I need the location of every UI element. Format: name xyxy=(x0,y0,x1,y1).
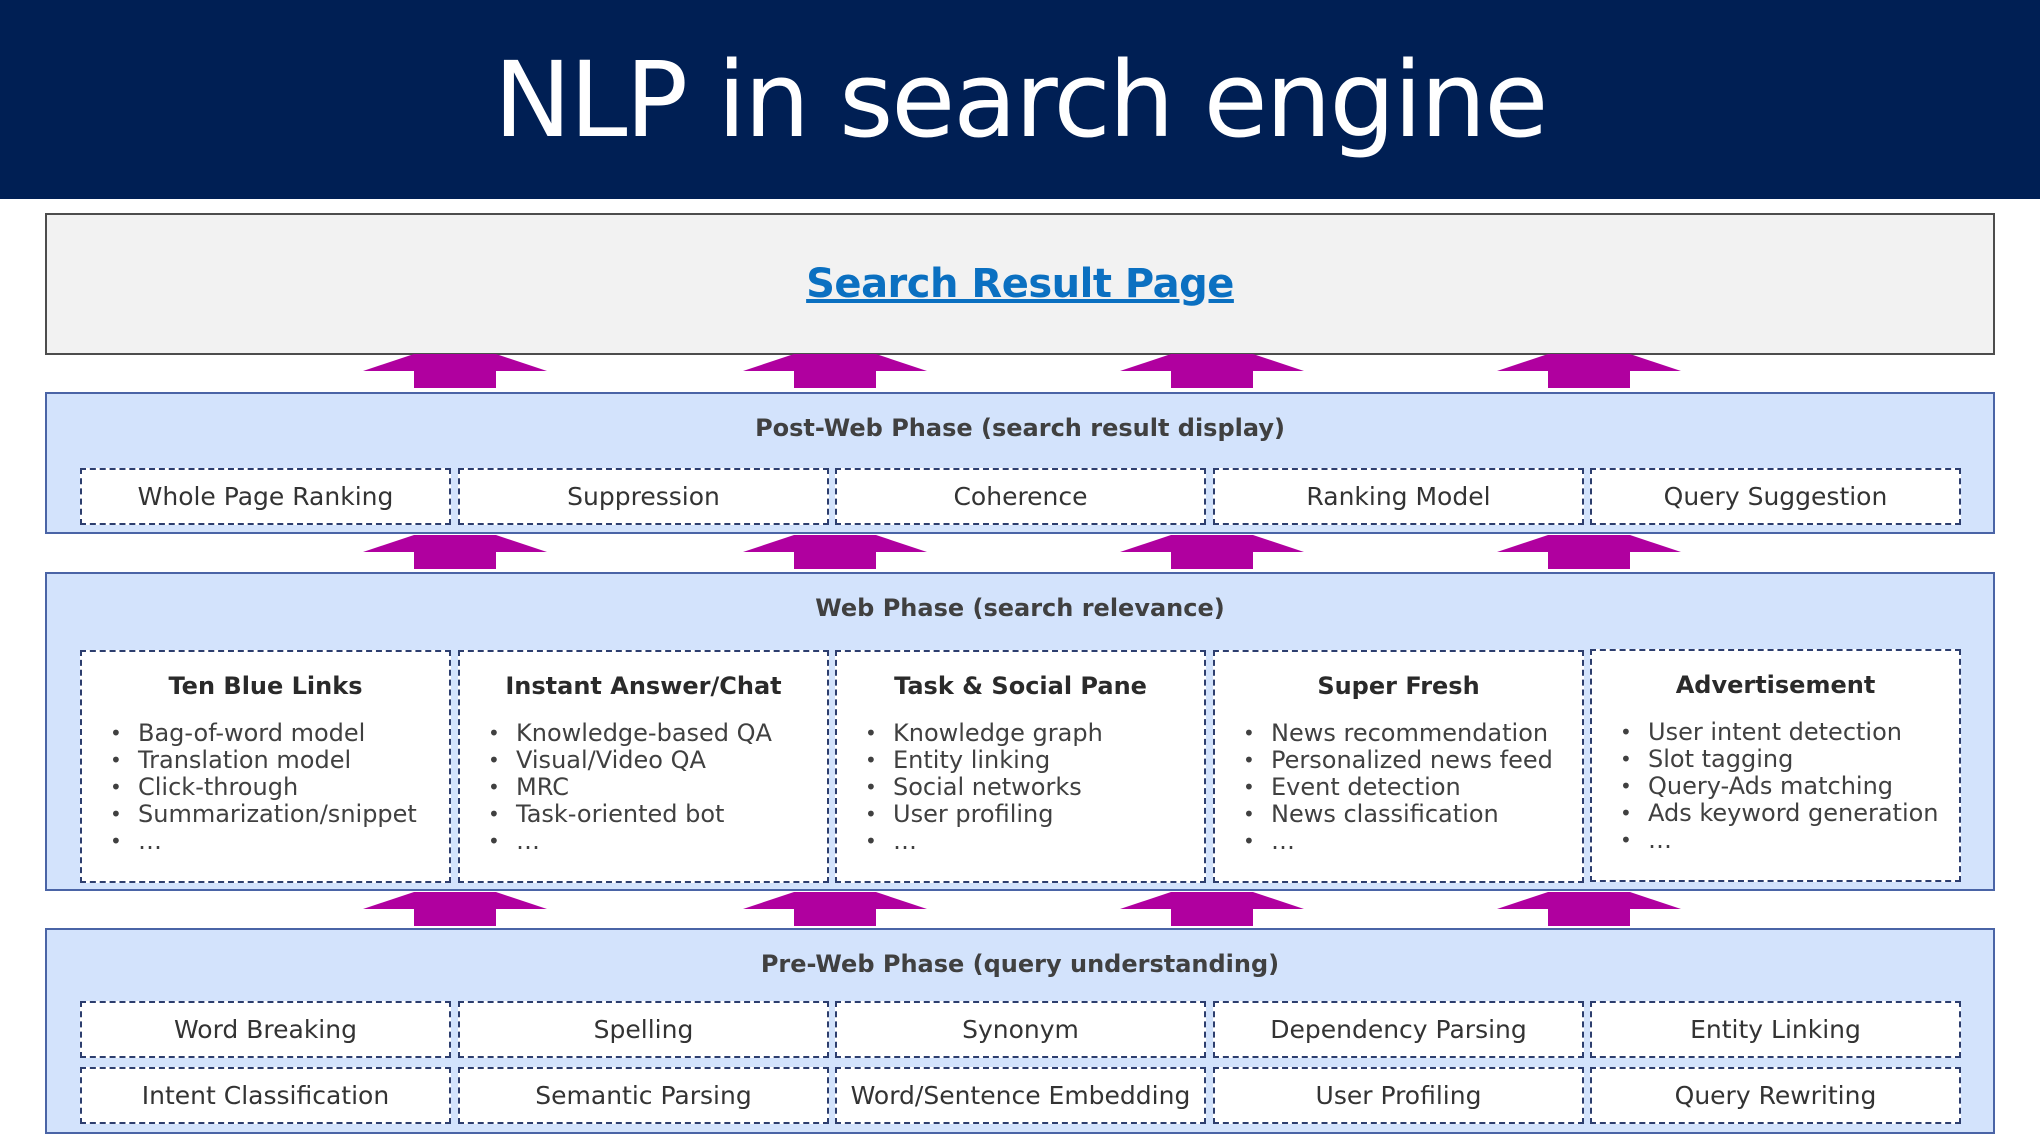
pre-web-item: Entity Linking xyxy=(1590,1001,1961,1058)
list-item: Personalized news feed xyxy=(1243,747,1582,775)
up-arrow-icon xyxy=(363,354,547,388)
list-item: Ads keyword generation xyxy=(1620,800,1959,828)
up-arrow-icon xyxy=(1120,354,1304,388)
list-item: … xyxy=(488,828,827,856)
list-item: Summarization/snippet xyxy=(110,801,449,829)
list-item: Bag-of-word model xyxy=(110,720,449,748)
list-item: Translation model xyxy=(110,747,449,775)
post-web-item: Query Suggestion xyxy=(1590,468,1961,525)
list-item: Social networks xyxy=(865,774,1204,802)
post-web-item: Coherence xyxy=(835,468,1206,525)
search-result-page-panel: Search Result Page xyxy=(45,213,1995,355)
up-arrow-icon xyxy=(363,892,547,926)
list-item: MRC xyxy=(488,774,827,802)
pre-web-item: Query Rewriting xyxy=(1590,1067,1961,1124)
list-item: … xyxy=(1243,828,1582,856)
web-column-title: Ten Blue Links xyxy=(168,672,363,700)
web-phase-panel: Web Phase (search relevance) Ten Blue Li… xyxy=(45,572,1995,891)
pre-web-item: Intent Classification xyxy=(80,1067,451,1124)
web-column-ten-blue-links: Ten Blue Links Bag-of-word model Transla… xyxy=(80,650,451,883)
post-web-item: Whole Page Ranking xyxy=(80,468,451,525)
web-column-list: Bag-of-word model Translation model Clic… xyxy=(82,720,449,856)
pre-web-item: Semantic Parsing xyxy=(458,1067,829,1124)
list-item: User intent detection xyxy=(1620,719,1959,747)
search-result-page-link[interactable]: Search Result Page xyxy=(806,261,1234,307)
list-item: … xyxy=(865,828,1204,856)
post-web-phase-panel: Post-Web Phase (search result display) W… xyxy=(45,392,1995,534)
up-arrow-icon xyxy=(1120,535,1304,569)
pre-web-item: Word/Sentence Embedding xyxy=(835,1067,1206,1124)
up-arrow-icon xyxy=(1497,535,1681,569)
web-column-instant-answer: Instant Answer/Chat Knowledge-based QA V… xyxy=(458,650,829,883)
list-item: Visual/Video QA xyxy=(488,747,827,775)
up-arrow-icon xyxy=(363,535,547,569)
pre-web-item: Dependency Parsing xyxy=(1213,1001,1584,1058)
list-item: Entity linking xyxy=(865,747,1204,775)
web-phase-title: Web Phase (search relevance) xyxy=(815,594,1225,622)
pre-web-item: Word Breaking xyxy=(80,1001,451,1058)
post-web-item: Suppression xyxy=(458,468,829,525)
web-column-task-social-pane: Task & Social Pane Knowledge graph Entit… xyxy=(835,650,1206,883)
list-item: Query-Ads matching xyxy=(1620,773,1959,801)
up-arrow-icon xyxy=(743,892,927,926)
list-item: Knowledge graph xyxy=(865,720,1204,748)
web-column-super-fresh: Super Fresh News recommendation Personal… xyxy=(1213,650,1584,883)
up-arrow-icon xyxy=(743,354,927,388)
list-item: User profiling xyxy=(865,801,1204,829)
web-column-title: Advertisement xyxy=(1675,671,1876,699)
pre-web-item: Synonym xyxy=(835,1001,1206,1058)
list-item: News classification xyxy=(1243,801,1582,829)
list-item: News recommendation xyxy=(1243,720,1582,748)
list-item: … xyxy=(1620,827,1959,855)
pre-web-phase-title: Pre-Web Phase (query understanding) xyxy=(760,950,1280,978)
up-arrow-icon xyxy=(743,535,927,569)
pre-web-item: User Profiling xyxy=(1213,1067,1584,1124)
post-web-item: Ranking Model xyxy=(1213,468,1584,525)
web-column-list: User intent detection Slot tagging Query… xyxy=(1592,719,1959,855)
list-item: Task-oriented bot xyxy=(488,801,827,829)
web-column-list: Knowledge graph Entity linking Social ne… xyxy=(837,720,1204,856)
web-column-advertisement: Advertisement User intent detection Slot… xyxy=(1590,649,1961,882)
web-column-title: Task & Social Pane xyxy=(894,672,1147,700)
list-item: Click-through xyxy=(110,774,449,802)
up-arrow-icon xyxy=(1120,892,1304,926)
pre-web-phase-panel: Pre-Web Phase (query understanding) Word… xyxy=(45,928,1995,1134)
page-title: NLP in search engine xyxy=(493,38,1549,161)
web-column-title: Instant Answer/Chat xyxy=(505,672,782,700)
web-column-list: Knowledge-based QA Visual/Video QA MRC T… xyxy=(460,720,827,856)
web-column-title: Super Fresh xyxy=(1317,672,1480,700)
web-column-list: News recommendation Personalized news fe… xyxy=(1215,720,1582,856)
list-item: Event detection xyxy=(1243,774,1582,802)
post-web-phase-title: Post-Web Phase (search result display) xyxy=(755,414,1285,442)
list-item: … xyxy=(110,828,449,856)
list-item: Knowledge-based QA xyxy=(488,720,827,748)
list-item: Slot tagging xyxy=(1620,746,1959,774)
title-bar: NLP in search engine xyxy=(0,0,2040,199)
pre-web-item: Spelling xyxy=(458,1001,829,1058)
up-arrow-icon xyxy=(1497,354,1681,388)
up-arrow-icon xyxy=(1497,892,1681,926)
